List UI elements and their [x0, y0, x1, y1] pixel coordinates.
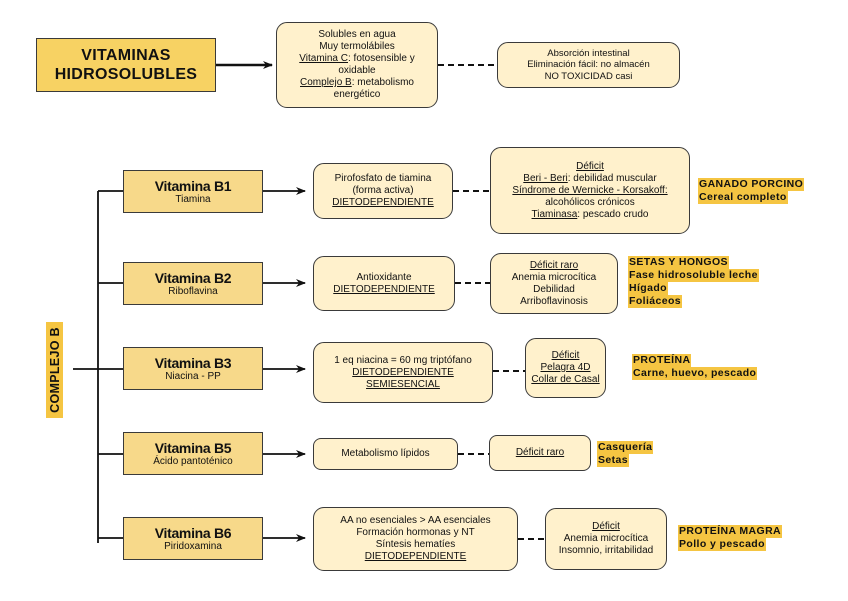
vitamin-name: Vitamina B3 [154, 354, 232, 371]
source-item: GANADO PORCINO [698, 178, 805, 191]
source-item: Carne, huevo, pescado [632, 367, 758, 380]
source-item: PROTEÍNA [632, 354, 692, 367]
source-item: Pollo y pescado [678, 538, 766, 551]
complejo-b-text: COMPLEJO B [47, 327, 62, 413]
vitamin-subtitle: Piridoxamina [164, 540, 222, 552]
function-underlined: SEMIESENCIAL [366, 378, 440, 390]
vitamin-b5-box: Vitamina B5 Ácido pantoténico [123, 432, 263, 475]
deficit-title: Déficit [551, 350, 580, 361]
absorption-line: Absorción intestinal [547, 47, 630, 59]
source-item: SETAS Y HONGOS [628, 256, 729, 269]
main-title-line1: VITAMINAS [81, 47, 171, 64]
b5-sources: Casquería Setas [597, 441, 654, 467]
deficit-line: Anemia microcítica [563, 533, 649, 544]
tiaminasa-text: : pescado crudo [577, 208, 649, 220]
source-item: Cereal completo [698, 191, 788, 204]
deficit-title: Déficit [576, 160, 604, 172]
function-line: Metabolismo lípidos [341, 448, 430, 459]
deficit-line: Debilidad [533, 283, 575, 295]
properties-line: Muy termolábiles [319, 41, 395, 52]
wernicke-text: alcohólicos crónicos [545, 196, 635, 208]
properties-line: Solubles en agua [318, 29, 396, 40]
properties-box: Solubles en agua Muy termolábiles Vitami… [276, 22, 438, 108]
vitamin-name: Vitamina B6 [154, 524, 232, 541]
source-item: Foliáceos [628, 295, 683, 308]
source-item: Casquería [597, 441, 654, 454]
function-underlined: DIETODEPENDIENTE [364, 551, 467, 562]
compb-text: : metabolismo energético [333, 77, 414, 100]
deficit-line: Arriboflavinosis [520, 295, 588, 307]
vitc-text: : fotosensible y oxidable [338, 53, 415, 76]
function-underlined: DIETODEPENDIENTE [352, 366, 454, 378]
tiaminasa-label: Tiaminasa [531, 208, 578, 220]
function-underlined: DIETODEPENDIENTE [332, 197, 434, 208]
vitamin-subtitle: Niacina - PP [165, 370, 221, 382]
main-title-line2: HIDROSOLUBLES [54, 66, 198, 83]
deficit-title: Déficit raro [529, 259, 579, 271]
b3-deficit-box: Déficit Pelagra 4D Collar de Casal [525, 338, 606, 398]
complejo-b-label: COMPLEJO B [46, 322, 63, 418]
wernicke-label: Síndrome de Wernicke - Korsakoff: [512, 184, 668, 196]
properties-compb: Complejo B: metabolismo energético [281, 77, 433, 101]
b3-sources: PROTEÍNA Carne, huevo, pescado [632, 354, 758, 380]
vitc-label: Vitamina C [299, 53, 348, 64]
properties-vitc: Vitamina C: fotosensible y oxidable [281, 53, 433, 77]
b6-deficit-box: Déficit Anemia microcítica Insomnio, irr… [545, 508, 667, 570]
source-item: Setas [597, 454, 630, 467]
vitamin-b6-box: Vitamina B6 Piridoxamina [123, 517, 263, 560]
function-underlined: DIETODEPENDIENTE [333, 283, 435, 295]
b6-function-box: AA no esenciales > AA esenciales Formaci… [313, 507, 518, 571]
vitamin-subtitle: Ácido pantoténico [153, 455, 233, 467]
source-item: PROTEÍNA MAGRA [678, 525, 783, 538]
b1-deficit-box: Déficit Beri - Beri: debilidad muscular … [490, 147, 690, 234]
vitamin-name: Vitamina B5 [154, 439, 232, 456]
absorption-box: Absorción intestinal Eliminación fácil: … [497, 42, 680, 88]
function-line: Antioxidante [356, 271, 412, 283]
function-line: AA no esenciales > AA esenciales [340, 515, 491, 526]
vitamin-name: Vitamina B1 [154, 177, 232, 194]
b2-deficit-box: Déficit raro Anemia microcítica Debilida… [490, 253, 618, 314]
function-line: (forma activa) [352, 185, 414, 196]
b5-function-box: Metabolismo lípidos [313, 438, 458, 470]
beri-text: : debilidad muscular [567, 172, 657, 184]
vitamin-subtitle: Tiamina [175, 193, 211, 205]
main-title-box: VITAMINAS HIDROSOLUBLES [36, 38, 216, 92]
deficit-line: Anemia microcítica [511, 271, 597, 283]
deficit-title: Déficit raro [515, 447, 565, 458]
b3-function-box: 1 eq niacina = 60 mg triptófano DIETODEP… [313, 342, 493, 403]
function-line: Pirofosfato de tiamina [334, 173, 432, 184]
b1-sources: GANADO PORCINO Cereal completo [698, 178, 805, 204]
b5-deficit-box: Déficit raro [489, 435, 591, 471]
b6-sources: PROTEÍNA MAGRA Pollo y pescado [678, 525, 783, 551]
function-line: Síntesis hematíes [375, 539, 456, 550]
b1-function-box: Pirofosfato de tiamina (forma activa) DI… [313, 163, 453, 219]
source-item: Fase hidrosoluble leche [628, 269, 759, 282]
b2-sources: SETAS Y HONGOS Fase hidrosoluble leche H… [628, 256, 759, 308]
compb-label: Complejo B [300, 77, 352, 88]
deficit-title: Déficit [592, 521, 620, 532]
function-line: Formación hormonas y NT [356, 527, 475, 538]
source-item: Hígado [628, 282, 668, 295]
vitamin-b3-box: Vitamina B3 Niacina - PP [123, 347, 263, 390]
vitamin-subtitle: Riboflavina [168, 285, 218, 297]
b2-function-box: Antioxidante DIETODEPENDIENTE [313, 256, 455, 311]
deficit-underlined: Pelagra 4D [540, 362, 591, 373]
deficit-line: Beri - Beri: debilidad muscular [523, 173, 656, 185]
deficit-underlined: Collar de Casal [531, 374, 600, 385]
absorption-line: NO TOXICIDAD casi [544, 70, 633, 82]
absorption-line: Eliminación fácil: no almacén [527, 59, 650, 71]
vitamin-name: Vitamina B2 [154, 269, 232, 286]
deficit-line: Tiaminasa: pescado crudo [532, 209, 649, 221]
deficit-line: Insomnio, irritabilidad [558, 545, 654, 556]
function-line: 1 eq niacina = 60 mg triptófano [334, 354, 472, 366]
beri-label: Beri - Beri [523, 172, 568, 184]
vitamin-b2-box: Vitamina B2 Riboflavina [123, 262, 263, 305]
vitamin-b1-box: Vitamina B1 Tiamina [123, 170, 263, 213]
